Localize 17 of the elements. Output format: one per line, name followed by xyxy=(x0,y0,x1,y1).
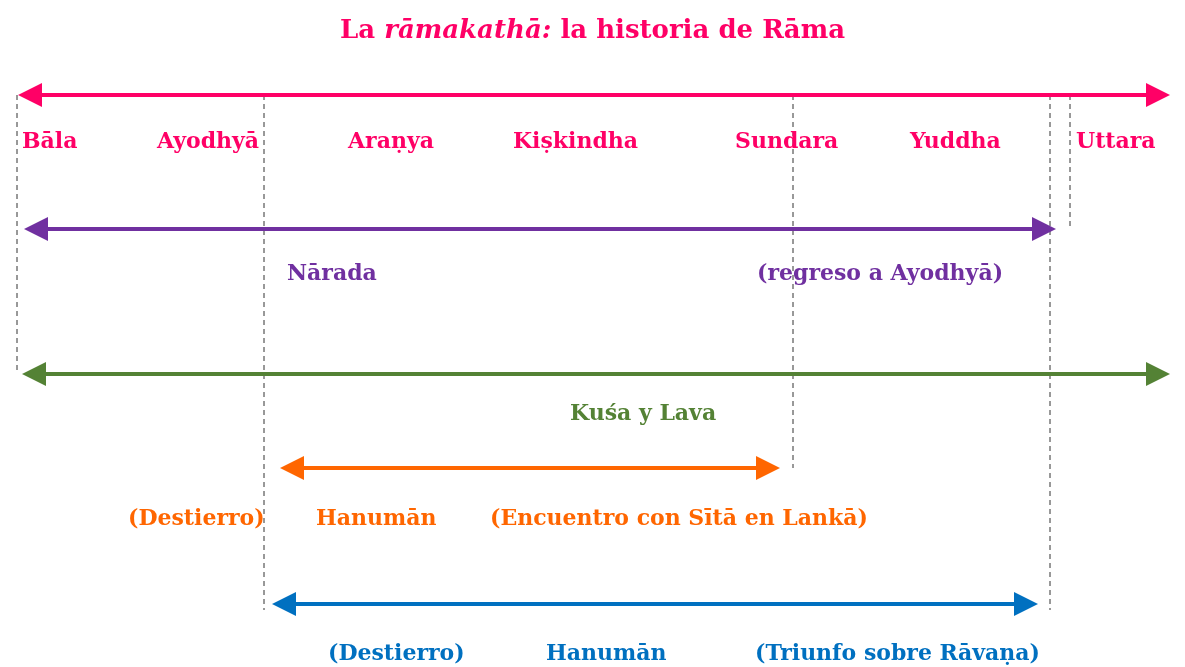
book-name: Uttara xyxy=(1076,127,1156,153)
book-name: Yuddha xyxy=(910,127,1001,153)
narrator-label: Kuśa y Lava xyxy=(570,399,717,425)
book-name: Ayodhyā xyxy=(157,127,260,153)
span-label: (Encuentro con Sītā en Lankā) xyxy=(490,504,868,530)
narrator-label: Hanumān xyxy=(316,504,437,530)
span-label: (Destierro) xyxy=(328,639,465,665)
span-label: (Triunfo sobre Rāvaṇa) xyxy=(755,639,1040,665)
narrator-label: Hanumān xyxy=(546,639,667,665)
span-label: (regreso a Ayodhyā) xyxy=(757,259,1004,285)
title: La rāmakathā: la historia de Rāma xyxy=(339,14,846,44)
narrator-label: Nārada xyxy=(287,259,377,285)
book-name: Bāla xyxy=(22,127,78,153)
span-label: (Destierro) xyxy=(128,504,265,530)
book-name: Kiṣkindha xyxy=(513,127,639,153)
book-name: Araṇya xyxy=(348,127,434,153)
book-name: Sundara xyxy=(735,127,839,153)
